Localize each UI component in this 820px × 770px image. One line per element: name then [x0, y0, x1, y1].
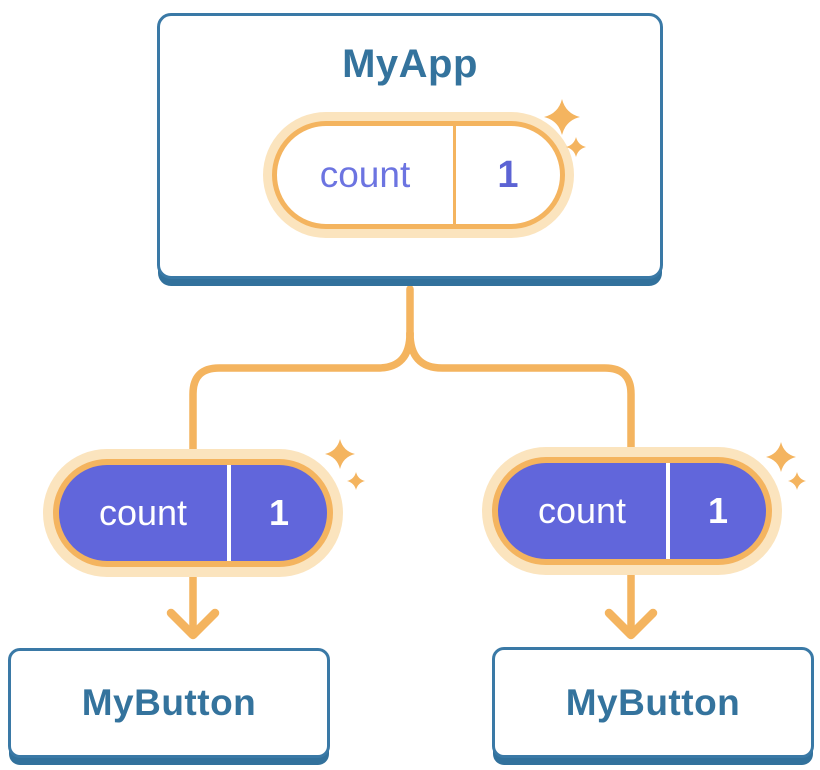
prop-value-label: 1: [268, 492, 290, 533]
sparkle-icon: [325, 439, 365, 490]
mybutton-title: MyButton: [565, 681, 741, 723]
props-pill-ring: count 1: [492, 457, 772, 565]
mybutton-card-left: MyButton: [8, 648, 330, 758]
arrow-down-icon: [604, 608, 658, 640]
sparkle-icon: [544, 99, 586, 157]
props-pill-right: count 1: [482, 447, 782, 575]
state-name-label: count: [319, 154, 411, 195]
props-pill-ring: count 1: [53, 459, 333, 567]
state-value-label: 1: [497, 153, 519, 196]
mybutton-card-right: MyButton: [492, 647, 814, 758]
props-pill-left: count 1: [43, 449, 343, 577]
arrow-down-icon: [166, 608, 220, 640]
prop-name-label: count: [98, 492, 188, 533]
sparkle-icon: [766, 442, 806, 490]
prop-value-label: 1: [707, 490, 729, 531]
pill-divider: [666, 463, 670, 559]
prop-name-label: count: [537, 490, 627, 531]
state-pill: count 1: [263, 112, 574, 238]
connector-branch-left: [189, 329, 414, 635]
mybutton-title: MyButton: [81, 682, 257, 723]
connector-branch-right: [406, 329, 635, 635]
pill-divider: [227, 465, 231, 561]
myapp-title: MyApp: [342, 42, 478, 86]
state-pill-ring: count 1: [272, 121, 565, 229]
pill-divider: [453, 126, 456, 224]
